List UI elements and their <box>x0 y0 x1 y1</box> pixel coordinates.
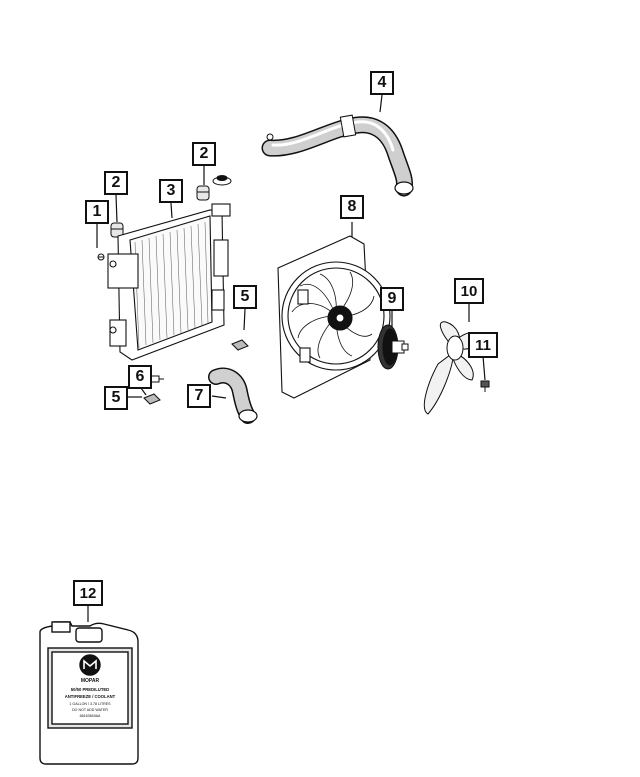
callout-8[interactable]: 8 <box>340 195 364 219</box>
part-12-coolant-jug <box>39 621 139 765</box>
callout-7[interactable]: 7 <box>187 384 211 408</box>
coolant-jug-label: MOPAR 50/50 PREDILUTED ANTIFREEZE / COOL… <box>65 678 116 718</box>
part-9-fan-clutch <box>377 324 409 370</box>
part-6-bolt <box>150 375 164 383</box>
jug-label-line-4: DO NOT ADD WATER <box>72 708 108 712</box>
callout-6[interactable]: 6 <box>128 365 152 389</box>
leader-lines <box>87 94 486 622</box>
jug-label-line-5: 68163849AA <box>80 714 101 718</box>
callout-2b[interactable]: 2 <box>192 142 216 166</box>
part-11-bolt <box>480 380 490 392</box>
callout-9[interactable]: 9 <box>380 287 404 311</box>
part-2-isolator-left <box>110 222 124 238</box>
callout-12[interactable]: 12 <box>73 580 103 606</box>
callout-4[interactable]: 4 <box>370 71 394 95</box>
part-2-isolator-upper <box>196 185 210 201</box>
callout-11[interactable]: 11 <box>468 332 498 358</box>
radiator-cap <box>212 175 232 186</box>
jug-label-line-1: 50/50 PREDILUTED <box>71 687 109 692</box>
part-1-bolt <box>97 253 105 261</box>
part-4-upper-hose <box>261 114 414 197</box>
callout-2a[interactable]: 2 <box>104 171 128 195</box>
callout-5a[interactable]: 5 <box>233 285 257 309</box>
part-7-lower-hose <box>208 367 258 424</box>
part-5-clip-lower <box>143 393 161 405</box>
jug-label-line-2: ANTIFREEZE / COOLANT <box>65 694 116 699</box>
part-5-clip-upper <box>231 339 249 351</box>
callout-1[interactable]: 1 <box>85 200 109 224</box>
part-3-radiator <box>107 203 231 361</box>
part-8-fan-shroud <box>277 235 391 399</box>
jug-label-line-3: 1 GALLON / 3.78 LITRES <box>69 702 111 706</box>
callout-3[interactable]: 3 <box>159 179 183 203</box>
jug-label-brand: MOPAR <box>81 678 100 684</box>
callout-10[interactable]: 10 <box>454 278 484 304</box>
callout-5b[interactable]: 5 <box>104 386 128 410</box>
